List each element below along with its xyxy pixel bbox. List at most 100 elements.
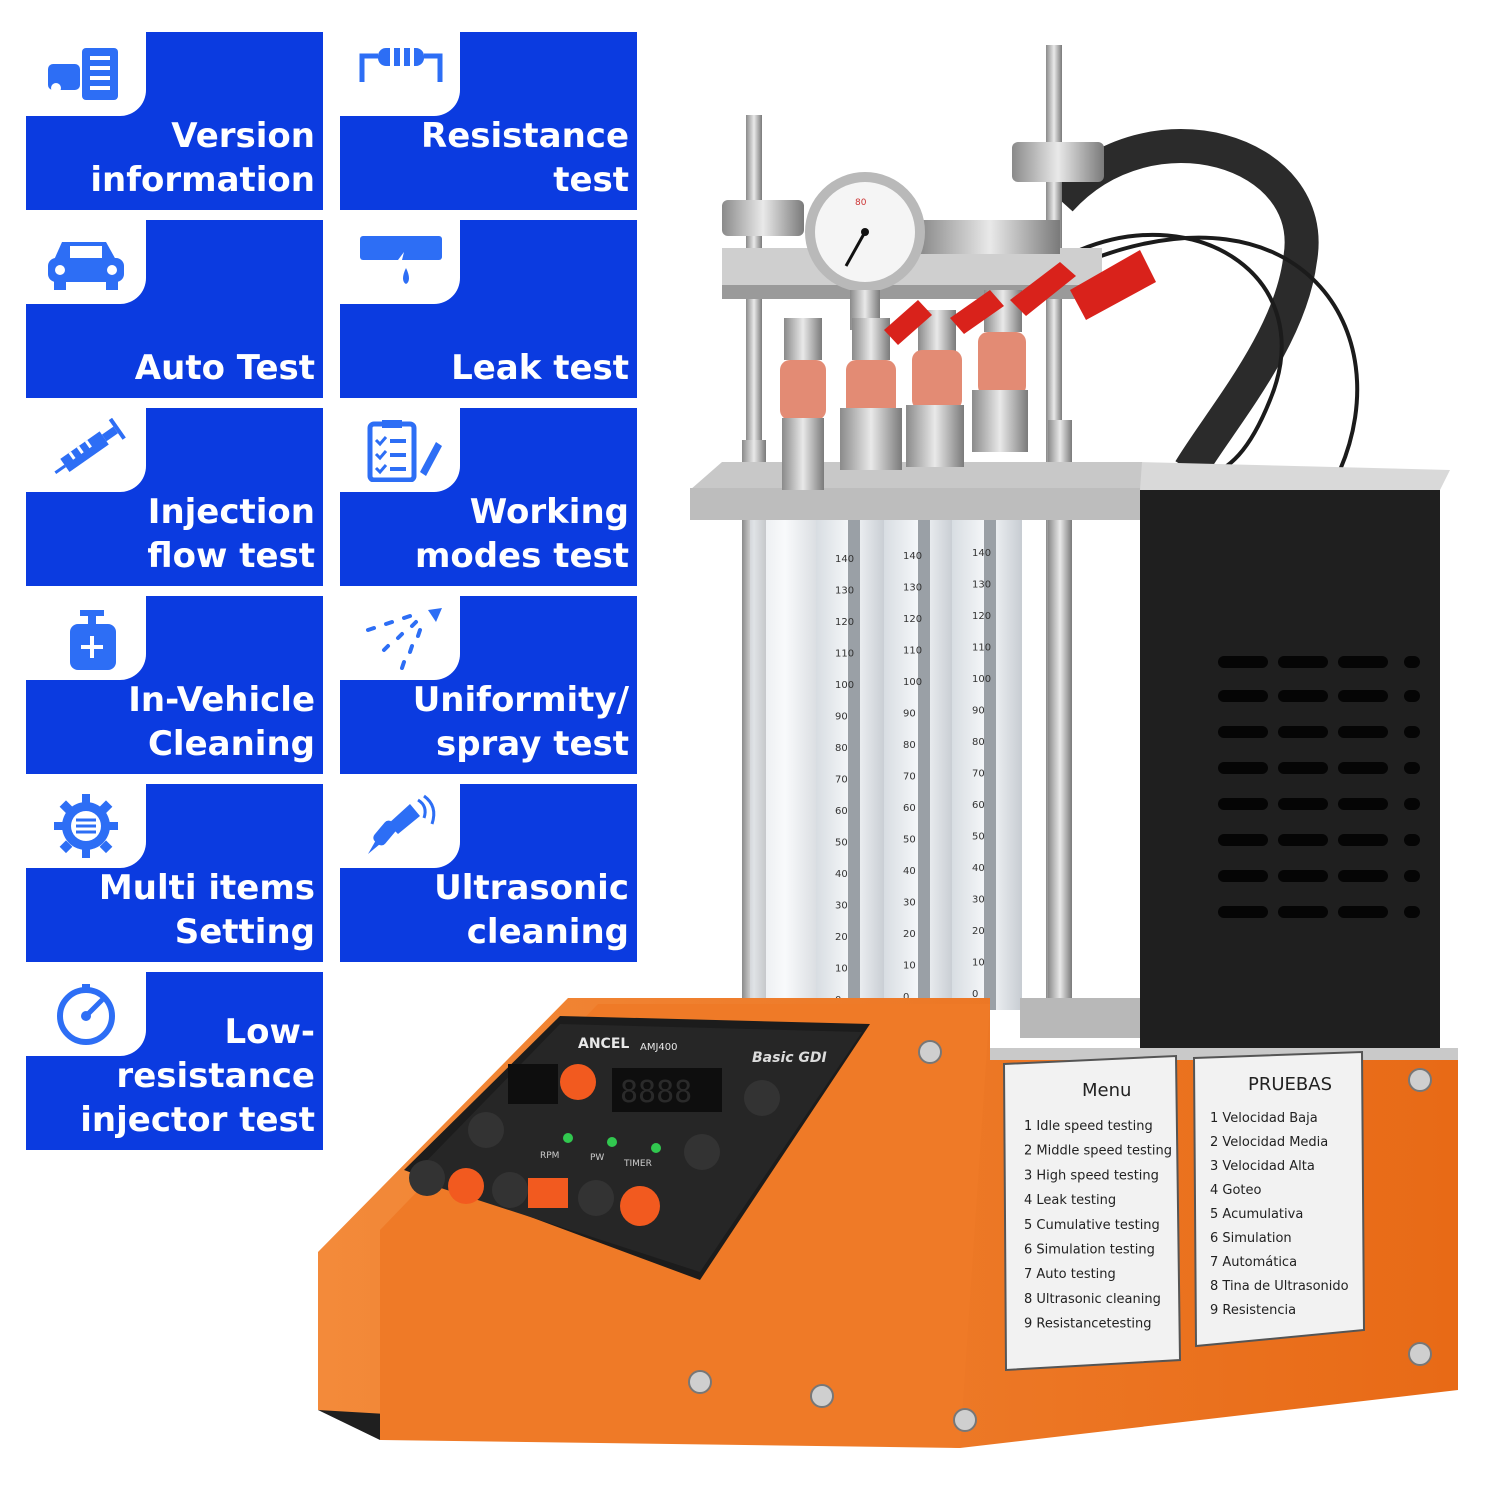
right-button[interactable] — [684, 1134, 720, 1170]
tube-scale-label: 10 — [835, 964, 848, 975]
tube-scale-label: 80 — [903, 740, 916, 751]
display-digits: 8888 — [620, 1075, 692, 1110]
leaking-pipe-icon — [360, 236, 442, 284]
menu-item: 4 Goteo — [1210, 1183, 1262, 1198]
tube-scale-label: 70 — [903, 772, 916, 783]
ultrasonic-button[interactable] — [528, 1178, 568, 1208]
feature-label: Version information — [90, 116, 315, 200]
indicator-rpm: RPM — [540, 1151, 559, 1161]
menu-item: 7 Auto testing — [1024, 1267, 1116, 1282]
spray-pattern-icon — [366, 608, 442, 670]
feature-resistance-test: Resistance test — [340, 32, 637, 210]
menu-button[interactable] — [560, 1064, 596, 1100]
minus-button[interactable] — [578, 1180, 614, 1216]
tube-scale-label: 10 — [903, 961, 916, 972]
feature-multi-items-setting: Multi items Setting — [26, 784, 323, 962]
menu-item: 8 Ultrasonic cleaning — [1024, 1292, 1161, 1307]
feature-label: Multi items Setting — [98, 868, 315, 952]
tube-scale-label: 40 — [972, 863, 985, 874]
pause-button[interactable] — [409, 1160, 445, 1196]
tube-scale-label: 60 — [972, 800, 985, 811]
menu-item: 5 Acumulativa — [1210, 1207, 1303, 1222]
indicator-timer: TIMER — [623, 1159, 652, 1169]
ultrasonic-probe-icon — [368, 794, 436, 854]
svg-text:80: 80 — [855, 198, 867, 208]
menu-item: 4 Leak testing — [1024, 1193, 1116, 1208]
feature-label: Uniformity/ spray test — [412, 680, 629, 764]
feature-label: Auto Test — [134, 348, 315, 388]
tube-scale-label: 60 — [835, 806, 848, 817]
clamp-knob — [722, 200, 804, 236]
resistor-icon — [359, 48, 443, 82]
feature-version-information: Version information — [26, 32, 323, 210]
feature-label: Leak test — [451, 348, 629, 388]
up-button[interactable] — [744, 1080, 780, 1116]
tube-scale-label: 110 — [835, 649, 854, 660]
tube-scale-label: 100 — [903, 677, 922, 688]
tube-scale-label: 0 — [972, 989, 978, 1000]
menu-item: 7 Automática — [1210, 1255, 1297, 1270]
menu-item: 1 Idle speed testing — [1024, 1119, 1153, 1134]
tube-scale-label: 0 — [903, 992, 909, 1003]
clamp-knob — [1012, 142, 1104, 182]
menu-item: 3 Velocidad Alta — [1210, 1159, 1315, 1174]
pruebas-title: PRUEBAS — [1248, 1074, 1332, 1095]
tube-scale-label: 90 — [903, 709, 916, 720]
checklist-icon — [367, 420, 442, 482]
tube-scale-label: 30 — [903, 898, 916, 909]
tube-scale-label: 30 — [972, 895, 985, 906]
feature-label: Ultrasonic cleaning — [434, 868, 629, 952]
tube-scale-label: 50 — [835, 838, 848, 849]
tube-scale-label: 10 — [972, 958, 985, 969]
vent-slots — [1218, 656, 1420, 918]
tube-scale-label: 130 — [835, 586, 854, 597]
feature-auto-test: Auto Test — [26, 220, 323, 398]
menu-item: 3 High speed testing — [1024, 1168, 1159, 1183]
tube-scale-label: 90 — [835, 712, 848, 723]
tube-scale-label: 130 — [903, 583, 922, 594]
tube-scale-label: 120 — [972, 611, 991, 622]
menu-item: 6 Simulation testing — [1024, 1243, 1155, 1258]
feature-uniformity-spray-test: Uniformity/ spray test — [340, 596, 637, 774]
tube-scale-label: 30 — [835, 901, 848, 912]
injector-connectors — [884, 250, 1156, 345]
menu-item: 9 Resistencia — [1210, 1303, 1296, 1318]
tube-scale-label: 90 — [972, 706, 985, 717]
tube-scale-label: 50 — [903, 835, 916, 846]
feature-label: Resistance test — [421, 116, 629, 200]
led-display — [612, 1068, 722, 1112]
spray-bottle-icon — [70, 610, 116, 670]
tube-scale-label: 60 — [903, 803, 916, 814]
menu-item: 2 Middle speed testing — [1024, 1144, 1172, 1159]
syringe-icon — [54, 418, 126, 475]
tube-scale-label: 120 — [903, 614, 922, 625]
cable — [1079, 232, 1284, 482]
gauge-dial-icon — [57, 984, 115, 1045]
tube-scale-label: 20 — [972, 926, 985, 937]
tube-scale-label: 40 — [835, 869, 848, 880]
brand-logo: ANCEL — [578, 1036, 629, 1052]
tube-scale-label: 20 — [835, 932, 848, 943]
menu-item: 9 Resistancetesting — [1024, 1317, 1152, 1332]
menu-item: 8 Tina de Ultrasonido — [1210, 1279, 1349, 1294]
tube-scale-label: 80 — [835, 743, 848, 754]
feature-low-resistance-injector-test: Low- resistance injector test — [26, 972, 323, 1150]
feature-ultrasonic-cleaning: Ultrasonic cleaning — [340, 784, 637, 962]
tube-scale-label: 100 — [835, 680, 854, 691]
feature-in-vehicle-cleaning: In-Vehicle Cleaning — [26, 596, 323, 774]
feature-label: In-Vehicle Cleaning — [128, 680, 315, 764]
panel-buttons — [409, 1064, 780, 1226]
start-button[interactable] — [448, 1168, 484, 1204]
model-name: AMJ400 — [640, 1042, 678, 1053]
feature-injection-flow-test: Injection flow test — [26, 408, 323, 586]
plus-button[interactable] — [492, 1172, 528, 1208]
back-button[interactable] — [468, 1112, 504, 1148]
tube-scale-label: 140 — [835, 554, 854, 565]
pump-button[interactable] — [620, 1186, 660, 1226]
menu-item: 5 Cumulative testing — [1024, 1218, 1160, 1233]
menu-item: 1 Velocidad Baja — [1210, 1111, 1318, 1126]
menu-item: 6 Simulation — [1210, 1231, 1292, 1246]
tube-scale-label: 110 — [903, 646, 922, 657]
